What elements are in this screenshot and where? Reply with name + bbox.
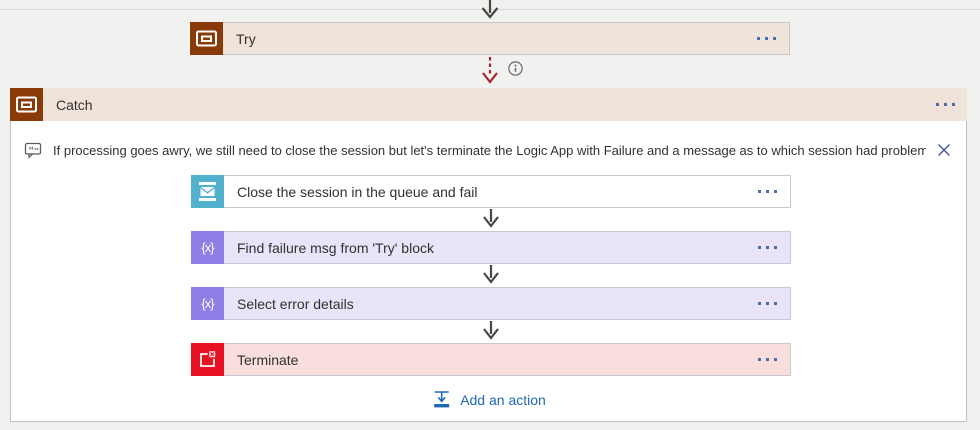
insert-action-icon [433,391,449,408]
action-title: Select error details [237,295,354,312]
action-title: Find failure msg from 'Try' block [237,239,434,256]
failed-connector-arrow-icon [482,57,498,84]
catch-scope-container: Catch If processing goes awry, we still … [10,88,967,422]
connector-arrow-down-icon [483,265,499,284]
connector-arrow-down-icon [481,0,499,19]
close-comment-icon[interactable] [936,142,952,158]
try-menu-button[interactable] [757,37,776,40]
variables-icon: {x} [191,287,224,320]
action-card-find-failure-msg[interactable]: {x} Find failure msg from 'Try' block [191,231,791,264]
connector-arrow-down-icon [483,321,499,340]
action-menu-button[interactable] [758,246,777,249]
scope-icon [190,22,223,55]
try-scope-title: Try [236,30,256,47]
catch-menu-button[interactable] [936,103,955,106]
variables-icon: {x} [191,231,224,264]
action-card-terminate[interactable]: Terminate [191,343,791,376]
action-menu-button[interactable] [758,302,777,305]
catch-scope-title: Catch [56,96,93,113]
action-card-select-error-details[interactable]: {x} Select error details [191,287,791,320]
add-action-button[interactable]: Add an action [427,388,550,411]
comment-icon [24,142,42,159]
action-title: Close the session in the queue and fail [237,183,478,200]
catch-scope-header[interactable]: Catch [10,88,967,121]
action-card-close-session[interactable]: Close the session in the queue and fail [191,175,791,208]
action-title: Terminate [237,351,299,368]
connector-arrow-down-icon [483,209,499,228]
terminate-icon [191,343,224,376]
service-bus-icon [191,175,224,208]
comment-row: If processing goes awry, we still need t… [23,139,952,161]
info-icon[interactable] [507,60,524,77]
action-menu-button[interactable] [758,190,777,193]
scope-icon [10,88,43,121]
comment-text: If processing goes awry, we still need t… [53,142,926,158]
try-scope-card[interactable]: Try [190,22,790,55]
add-action-label: Add an action [460,391,546,408]
variables-glyph: {x} [201,240,214,255]
action-menu-button[interactable] [758,358,777,361]
variables-glyph: {x} [201,296,214,311]
